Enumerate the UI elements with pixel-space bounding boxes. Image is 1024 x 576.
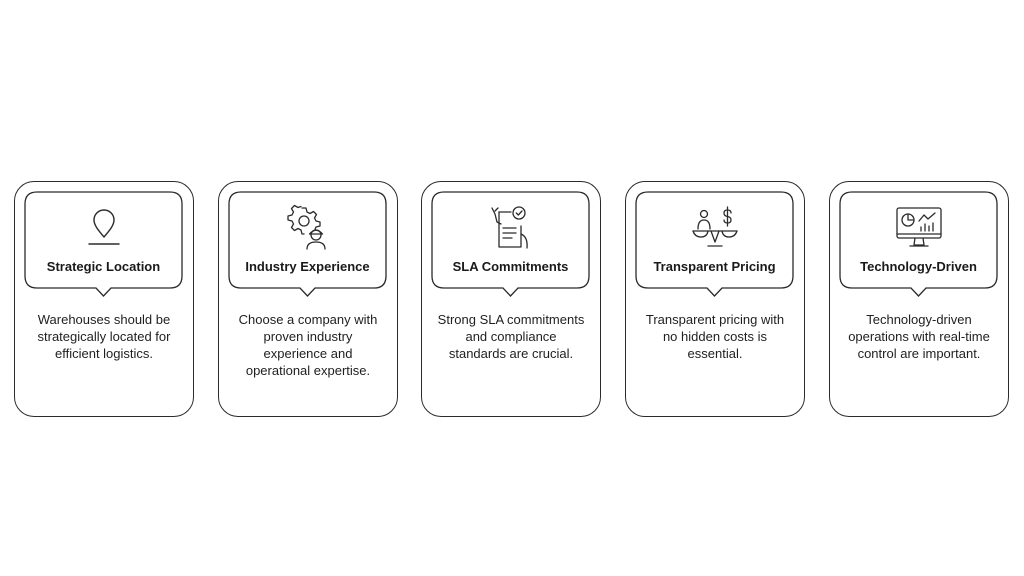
card-description: Warehouses should be strategically locat…: [37, 312, 171, 361]
card-sla-commitments: SLA Commitments Strong SLA commitments a…: [421, 181, 601, 417]
card-industry-experience: Industry Experience Choose a company wit…: [218, 181, 398, 417]
card-title: Strategic Location: [46, 259, 161, 274]
card-title: SLA Commitments: [452, 259, 569, 274]
card-description: Strong SLA commitments and compliance st…: [437, 312, 585, 361]
monitor-analytics-icon: [896, 207, 942, 247]
card-title: Transparent Pricing: [653, 259, 776, 274]
speech-bubble-outline: [839, 191, 998, 297]
card-technology-driven: Technology-Driven Technology-driven oper…: [829, 181, 1009, 417]
speech-bubble-outline: [228, 191, 387, 297]
card-title: Industry Experience: [245, 259, 370, 274]
balance-scale-dollar-icon: [692, 206, 738, 247]
card-description: Transparent pricing with no hidden costs…: [645, 312, 785, 361]
card-description: Technology-driven operations with real-t…: [848, 312, 990, 361]
card-transparent-pricing: Transparent Pricing Transparent pricing …: [625, 181, 805, 417]
card-header: Strategic Location: [24, 191, 183, 297]
card-description: Choose a company with proven industry ex…: [238, 312, 378, 378]
location-pin-icon: [88, 209, 120, 245]
speech-bubble-outline: [635, 191, 794, 297]
card-header: SLA Commitments: [431, 191, 590, 297]
card-header: Industry Experience: [228, 191, 387, 297]
card-header: Transparent Pricing: [635, 191, 794, 297]
card-title: Technology-Driven: [860, 259, 977, 274]
card-header: Technology-Driven: [839, 191, 998, 297]
gear-worker-icon: [287, 204, 326, 250]
checklist-document-icon: [491, 206, 528, 249]
card-strategic-location: Strategic Location Warehouses should be …: [14, 181, 194, 417]
speech-bubble-outline: [431, 191, 590, 297]
